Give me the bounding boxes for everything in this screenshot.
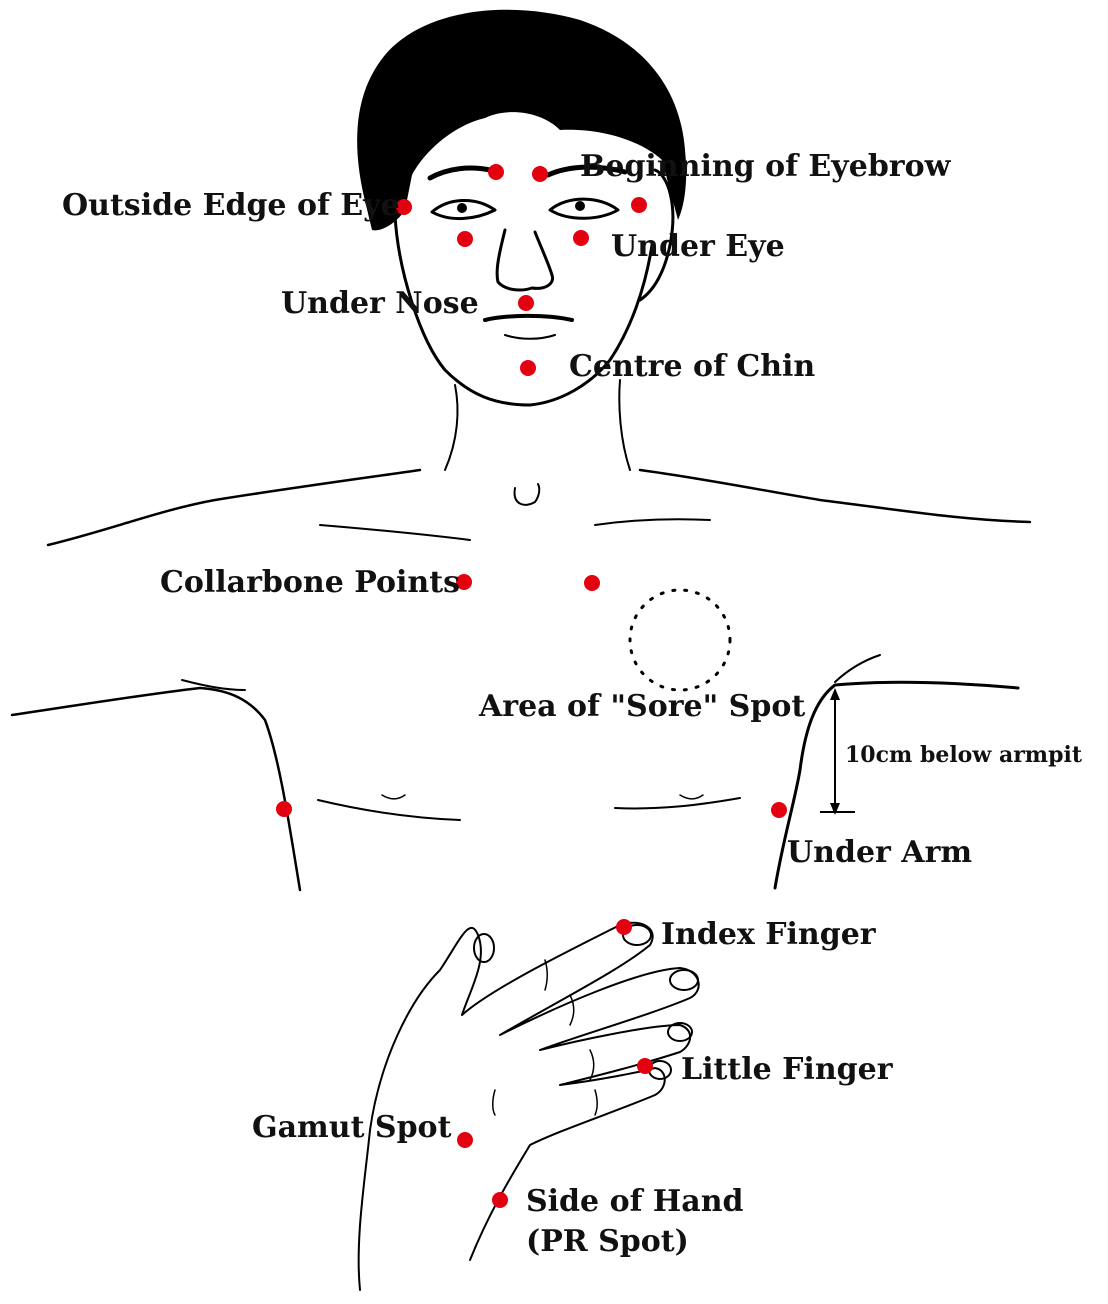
mouth <box>485 316 572 320</box>
under-arm-point-right <box>771 802 787 818</box>
right-collarbone <box>595 519 710 525</box>
left-collarbone <box>320 525 470 540</box>
side-of-hand-point <box>492 1192 508 1208</box>
nose <box>497 230 552 290</box>
under-eye-point-right <box>573 230 589 246</box>
eyebrow-point-right <box>532 166 548 182</box>
left-pectoral <box>318 800 460 820</box>
label-outside-edge-of-eye: Outside Edge of Eye <box>62 189 400 223</box>
left-shoulder <box>48 470 420 545</box>
eyebrow-point-left <box>488 164 504 180</box>
label-sore-spot: Area of "Sore" Spot <box>479 690 805 724</box>
jugular-notch <box>515 484 540 505</box>
label-centre-of-chin: Centre of Chin <box>569 350 815 384</box>
label-pr-spot: (PR Spot) <box>526 1225 689 1259</box>
label-gamut-spot: Gamut Spot <box>252 1111 451 1145</box>
neck-left <box>445 385 458 470</box>
neck-right <box>619 380 630 470</box>
label-beginning-of-eyebrow: Beginning of Eyebrow <box>580 150 950 184</box>
left-eyebrow <box>430 168 490 178</box>
right-shoulder <box>640 470 1030 522</box>
left-armpit-line <box>12 688 300 890</box>
right-pectoral <box>615 798 740 808</box>
under-nose-point <box>518 295 534 311</box>
chin-point <box>520 360 536 376</box>
label-little-finger: Little Finger <box>681 1053 893 1087</box>
outside-eye-point-right <box>631 197 647 213</box>
under-arm-point-left <box>276 801 292 817</box>
label-under-eye: Under Eye <box>611 230 785 264</box>
label-side-of-hand: Side of Hand <box>526 1185 744 1219</box>
little-finger-point <box>637 1058 653 1074</box>
label-under-arm: Under Arm <box>787 836 972 870</box>
label-index-finger: Index Finger <box>661 918 876 952</box>
sore-spot-circle <box>630 590 730 690</box>
label-collarbone-points: Collarbone Points <box>160 566 460 600</box>
label-armpit-distance: 10cm below armpit <box>845 738 1082 772</box>
gamut-spot-point <box>457 1132 473 1148</box>
under-eye-point-left <box>457 231 473 247</box>
middle-fingernail <box>670 970 698 990</box>
label-under-nose: Under Nose <box>281 287 479 321</box>
collarbone-point-right <box>584 575 600 591</box>
index-finger-point <box>616 919 632 935</box>
thumbnail <box>474 934 494 962</box>
